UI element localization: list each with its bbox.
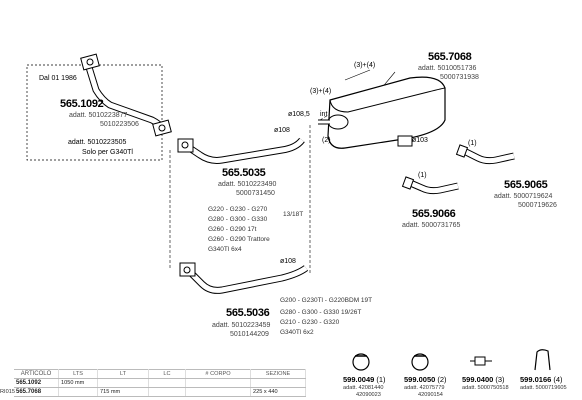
model-5035-3: G260 - G290 17t bbox=[208, 226, 257, 233]
accessory-0050-ref-a: adatt. 42075779 bbox=[404, 385, 445, 391]
table-cell: 225 x 440 bbox=[250, 387, 306, 397]
accessory-0050-qty: (2) bbox=[437, 375, 447, 384]
diameter-103: ø103 bbox=[412, 137, 428, 144]
model-5035-2: G280 - G300 - G330 bbox=[208, 216, 268, 223]
part-code-5035: 565.5035 bbox=[222, 167, 266, 179]
model-5035-4: G260 - G290 Trattore bbox=[208, 236, 270, 243]
date-note: Dal 01 1986 bbox=[39, 75, 77, 82]
parts-table: ARTICOLO LTS LT LC # CORPO SEZIONE 565.1… bbox=[14, 369, 306, 397]
accessory-0049-qty: (1) bbox=[376, 375, 386, 384]
accessory-0050-ref-b: 42090154 bbox=[418, 392, 443, 398]
accessory-0400-qty: (3) bbox=[495, 375, 505, 384]
accessory-0166-code: 599.0166 bbox=[520, 375, 552, 384]
callout-1-b: (1) bbox=[418, 172, 427, 179]
table-cell bbox=[148, 378, 186, 388]
diameter-108-b: ø108 bbox=[280, 258, 296, 265]
table-side-label: RI015 bbox=[0, 389, 15, 395]
table-row: 565.7068 715 mm 225 x 440 bbox=[14, 387, 306, 397]
callout-3-4-b: (3)+(4) bbox=[310, 88, 332, 95]
accessory-0400-ref-a: adatt. 5000750518 bbox=[462, 385, 509, 391]
model-5036-2: G280 - G300 - G330 19/26T bbox=[280, 309, 362, 316]
table-header-articolo: ARTICOLO bbox=[14, 369, 59, 379]
tail-pipe-9066 bbox=[401, 176, 459, 195]
table-header-lc: LC bbox=[148, 369, 186, 379]
part-code-9065: 565.9065 bbox=[504, 179, 548, 191]
callout-1-a: (1) bbox=[468, 140, 477, 147]
accessory-0049-ref-b: 42090023 bbox=[356, 392, 381, 398]
clamp-bolt-icon bbox=[411, 353, 429, 371]
adatt-5036-b: 5010144209 bbox=[230, 331, 269, 338]
accessory-0049: 599.0049 (1) bbox=[343, 376, 386, 384]
part-1092-group-box bbox=[26, 64, 163, 161]
part-code-7068: 565.7068 bbox=[428, 51, 472, 63]
accessory-0400: 599.0400 (3) bbox=[462, 376, 505, 384]
adatt-9066: adatt. 5000731765 bbox=[402, 222, 461, 229]
model-5036-3: G210 - G230 - G320 bbox=[280, 319, 340, 326]
adatt-5036-a: adatt. 5010223459 bbox=[212, 322, 271, 329]
accessory-0050: 599.0050 (2) bbox=[404, 376, 447, 384]
adatt-1092-a: adatt. 5010223877 bbox=[69, 112, 128, 119]
table-cell: 565.7068 bbox=[14, 387, 59, 397]
callout-2: (2) bbox=[322, 137, 331, 144]
part-code-1092: 565.1092 bbox=[60, 98, 104, 110]
table-cell: 715 mm bbox=[97, 387, 149, 397]
model-5035-1: G220 - G230 - G270 bbox=[208, 206, 268, 213]
intermediate-pipe-5036 bbox=[179, 262, 309, 294]
callout-3-4-a: (3)+(4) bbox=[354, 62, 376, 69]
accessory-0166-ref-a: adatt. 5000719605 bbox=[520, 385, 567, 391]
diameter-108-5: ø108,5 bbox=[288, 111, 310, 118]
table-cell bbox=[185, 387, 251, 397]
accessory-0049-ref-a: adatt. 42081440 bbox=[343, 385, 384, 391]
table-cell bbox=[250, 378, 306, 388]
table-cell bbox=[185, 378, 251, 388]
model-5035-5: G340Tl 6x4 bbox=[208, 246, 242, 253]
adatt-5035-a: adatt. 5010223490 bbox=[218, 181, 277, 188]
table-header-lts: LTS bbox=[58, 369, 98, 379]
model-5036-1: G200 - G230Tl - G220BDM 19T bbox=[280, 297, 373, 304]
table-header-corpo: # CORPO bbox=[185, 369, 251, 379]
accessory-0166: 599.0166 (4) bbox=[520, 376, 563, 384]
table-cell: 1050 mm bbox=[58, 378, 98, 388]
rubber-mount-icon bbox=[470, 356, 492, 366]
adatt-9065-a: adatt. 5000719624 bbox=[494, 193, 553, 200]
adatt-1092-b: 5010223506 bbox=[100, 121, 139, 128]
table-cell bbox=[97, 378, 149, 388]
table-cell bbox=[148, 387, 186, 397]
table-header-sezione: SEZIONE bbox=[250, 369, 306, 379]
model-5036-4: G340Tl 6x2 bbox=[280, 329, 314, 336]
adatt-7068-a: adatt. 5010051736 bbox=[418, 65, 477, 72]
front-pipe-1092 bbox=[80, 53, 172, 137]
clamp-icon bbox=[352, 353, 370, 371]
table-cell bbox=[58, 387, 98, 397]
accessory-0049-code: 599.0049 bbox=[343, 375, 375, 384]
accessory-0166-qty: (4) bbox=[553, 375, 563, 384]
table-header-row: ARTICOLO LTS LT LC # CORPO SEZIONE bbox=[14, 369, 306, 379]
table-header-lt: LT bbox=[97, 369, 149, 379]
table-cell: 565.1092 bbox=[14, 378, 59, 388]
int-label: int bbox=[320, 111, 328, 118]
spec-5035: 13/18T bbox=[283, 211, 304, 218]
adatt-7068-b: 5000731938 bbox=[440, 74, 479, 81]
accessory-0050-code: 599.0050 bbox=[404, 375, 436, 384]
part-code-5036: 565.5036 bbox=[226, 307, 270, 319]
tail-pipe-9065 bbox=[455, 144, 515, 165]
accessory-0400-code: 599.0400 bbox=[462, 375, 494, 384]
adatt-9065-b: 5000719626 bbox=[518, 202, 557, 209]
diameter-108-a: ø108 bbox=[274, 127, 290, 134]
bracket-icon bbox=[534, 349, 551, 371]
table-row: 565.1092 1050 mm bbox=[14, 378, 306, 388]
intermediate-pipe-5035 bbox=[177, 137, 305, 164]
adatt-g340: adatt. 5010223505 bbox=[68, 139, 127, 146]
solo-g340: Solo per G340Tl bbox=[82, 149, 133, 156]
part-code-9066: 565.9066 bbox=[412, 208, 456, 220]
muffler-7068 bbox=[318, 76, 446, 149]
adatt-5035-b: 5000731450 bbox=[236, 190, 275, 197]
